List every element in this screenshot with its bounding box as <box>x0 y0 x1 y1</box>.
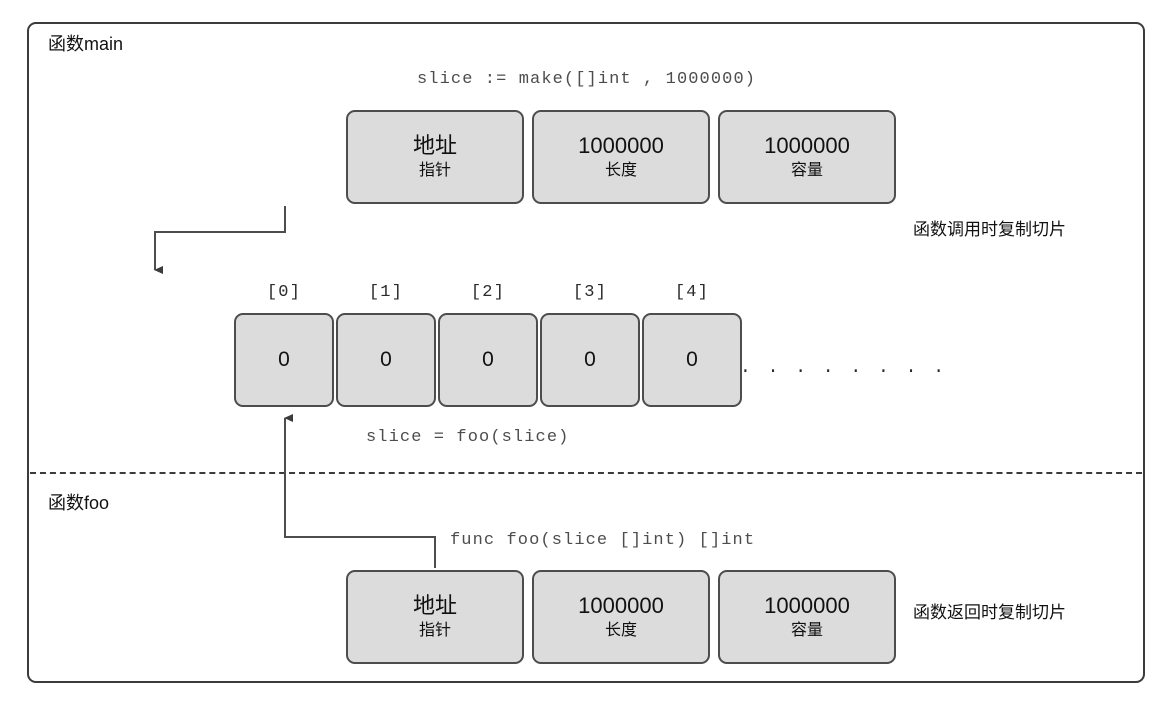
array-index-3: [3] <box>572 283 608 302</box>
code-label-func-signature: func foo(slice []int) []int <box>450 531 756 550</box>
cell-caption: 长度 <box>604 161 637 179</box>
cell-value: 地址 <box>412 593 457 619</box>
slice-header-cell-length: 1000000 长度 <box>532 570 710 664</box>
scope-divider <box>30 472 1142 474</box>
cell-caption: 指针 <box>418 161 451 179</box>
cell-caption: 指针 <box>418 621 451 639</box>
slice-header-cell-capacity: 1000000 容量 <box>718 110 896 204</box>
cell-caption: 长度 <box>604 621 637 639</box>
cell-value: 地址 <box>412 133 457 159</box>
cell-caption: 容量 <box>790 621 823 639</box>
array-cell-1: 0 <box>336 313 436 407</box>
code-label-make: slice := make([]int , 1000000) <box>417 70 757 89</box>
slice-header-cell-length: 1000000 长度 <box>532 110 710 204</box>
array-cell-2: 0 <box>438 313 538 407</box>
slice-header-cell-pointer: 地址 指针 <box>346 570 524 664</box>
cell-value: 1000000 <box>764 133 850 159</box>
slice-header-foo: 地址 指针 1000000 长度 1000000 容量 <box>346 570 896 664</box>
cell-value: 1000000 <box>578 593 664 619</box>
diagram-outer-frame <box>27 22 1145 683</box>
cell-value: 1000000 <box>764 593 850 619</box>
note-copy-on-return: 函数返回时复制切片 <box>913 603 1066 622</box>
slice-header-cell-pointer: 地址 指针 <box>346 110 524 204</box>
array-elements: 0 0 0 0 0 <box>234 313 742 407</box>
array-index-4: [4] <box>674 283 710 302</box>
cell-caption: 容量 <box>790 161 823 179</box>
array-ellipsis: . . . . . . . . <box>740 358 948 378</box>
section-title-main: 函数main <box>48 34 124 54</box>
array-index-0: [0] <box>266 283 302 302</box>
array-index-labels: [0] [1] [2] [3] [4] <box>234 283 742 302</box>
slice-header-main: 地址 指针 1000000 长度 1000000 容量 <box>346 110 896 204</box>
array-cell-3: 0 <box>540 313 640 407</box>
array-index-2: [2] <box>470 283 506 302</box>
cell-value: 1000000 <box>578 133 664 159</box>
array-index-1: [1] <box>368 283 404 302</box>
section-title-foo: 函数foo <box>48 493 110 513</box>
note-copy-on-call: 函数调用时复制切片 <box>913 220 1066 239</box>
array-cell-0: 0 <box>234 313 334 407</box>
slice-header-cell-capacity: 1000000 容量 <box>718 570 896 664</box>
array-cell-4: 0 <box>642 313 742 407</box>
code-label-assign: slice = foo(slice) <box>366 428 570 447</box>
